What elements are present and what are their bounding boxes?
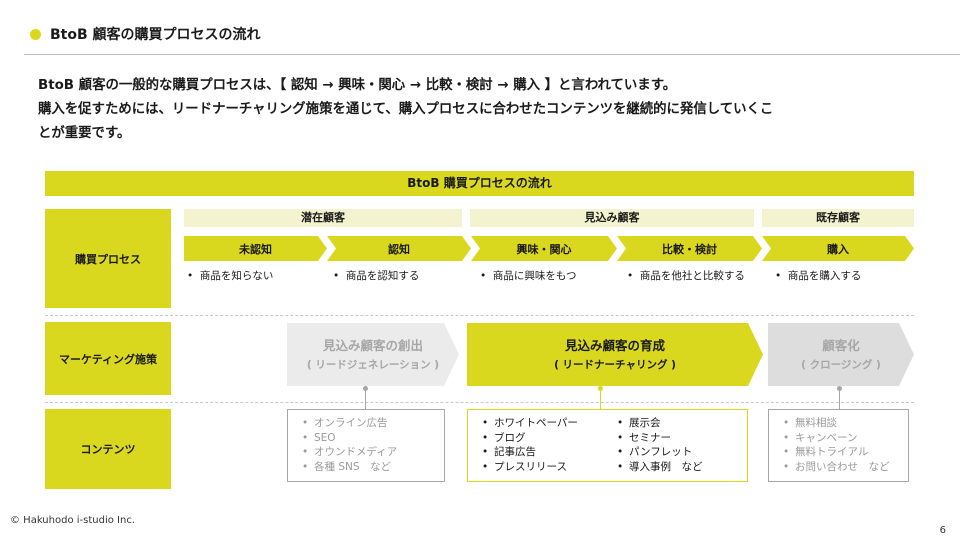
contents-item: パンフレット [617,445,703,460]
contents-item: キャンペーン [783,431,908,446]
marketing-lead-generation: 見込み顧客の創出 ( リードジェネレーション ) [287,323,459,386]
step-awareness: 認知 [327,236,471,261]
contents-closing-box: 無料相談 キャンペーン 無料トライアル お問い合わせ など [768,409,909,482]
step-note-text: 商品を他社と比較する [639,270,745,282]
contents-item: セミナー [617,431,703,446]
connector-line [600,388,601,409]
contents-item: 無料トライアル [783,445,908,460]
contents-item: ホワイトペーパー [482,416,617,431]
contents-list: 無料相談 キャンペーン 無料トライアル お問い合わせ など [783,416,908,474]
step-note-text: 商品を知らない [199,270,274,282]
intro-text: BtoB 顧客の一般的な購買プロセスは、【 認知 → 興味・関心 → 比較・検討… [38,74,923,146]
intro-line-1: BtoB 顧客の一般的な購買プロセスは、【 認知 → 興味・関心 → 比較・検討… [38,78,677,93]
contents-list: ホワイトペーパー ブログ 記事広告 プレスリリース [482,416,617,481]
step-label: 未認知 [239,242,272,256]
step-unaware: 未認知 [184,236,327,261]
title-bullet-icon [30,29,41,40]
contents-item: 各種 SNS など [302,460,444,475]
intro-line-3: とが重要です。 [38,126,131,141]
step-label: 認知 [388,242,410,256]
contents-generation-box: オンライン広告 SEO オウンドメディア 各種 SNS など [287,409,445,482]
contents-item: プレスリリース [482,460,617,475]
contents-item: 展示会 [617,416,703,431]
page-number: 6 [939,525,946,536]
contents-list: 展示会 セミナー パンフレット 導入事例 など [617,416,703,481]
step-interest: 興味・関心 [471,236,617,261]
slide-title: BtoB 顧客の購買プロセスの流れ [50,27,261,43]
row-divider [45,315,914,316]
step-purchase: 購入 [762,236,914,261]
marketing-title: 顧客化 [822,337,860,353]
contents-item: 導入事例 など [617,460,703,475]
contents-item: ブログ [482,431,617,446]
copyright-footer: © Hakuhodo i-studio Inc. [10,515,135,526]
contents-item: SEO [302,431,444,446]
contents-item: 無料相談 [783,416,908,431]
connector-line [839,388,840,409]
step-label: 購入 [827,242,849,256]
step-note: • 商品を知らない [187,270,274,282]
row-divider [45,402,914,403]
row-label-marketing: マーケティング施策 [45,322,171,395]
step-label: 比較・検討 [662,242,717,256]
step-note-text: 商品を購入する [787,270,862,282]
step-note-text: 商品に興味をもつ [492,270,577,282]
contents-list: オンライン広告 SEO オウンドメディア 各種 SNS など [302,416,444,474]
row-label-purchase: 購買プロセス [45,209,171,308]
connector-line [365,388,366,409]
stage-potential: 潜在顧客 [184,209,462,227]
step-comparison: 比較・検討 [617,236,762,261]
intro-line-2: 購入を促すためには、リードナーチャリング施策を通じて、購入プロセスに合わせたコン… [38,102,774,117]
marketing-title: 見込み顧客の育成 [564,337,665,353]
contents-item: 記事広告 [482,445,617,460]
row-label-contents: コンテンツ [45,409,171,489]
contents-item: オウンドメディア [302,445,444,460]
title-divider [24,54,960,55]
step-note: • 商品を認知する [333,270,420,282]
marketing-subtitle: ( クロージング ) [801,358,881,371]
marketing-subtitle: ( リードジェネレーション ) [306,358,440,371]
marketing-title: 見込み顧客の創出 [322,337,423,353]
step-label: 興味・関心 [516,242,572,256]
stage-prospect: 見込み顧客 [470,209,754,227]
marketing-closing: 顧客化 ( クロージング ) [768,323,914,386]
step-note: • 商品を購入する [775,270,862,282]
contents-nurturing-box: ホワイトペーパー ブログ 記事広告 プレスリリース 展示会 セミナー パンフレッ… [467,409,748,482]
step-note: • 商品に興味をもつ [480,270,577,282]
process-banner: BtoB 購買プロセスの流れ [45,171,914,196]
stage-existing: 既存顧客 [762,209,914,227]
step-note: • 商品を他社と比較する [627,270,745,282]
step-note-text: 商品を認知する [345,270,420,282]
marketing-subtitle: ( リードナーチャリング ) [554,358,676,371]
contents-item: お問い合わせ など [783,460,908,475]
marketing-lead-nurturing: 見込み顧客の育成 ( リードナーチャリング ) [467,323,763,386]
contents-item: オンライン広告 [302,416,444,431]
